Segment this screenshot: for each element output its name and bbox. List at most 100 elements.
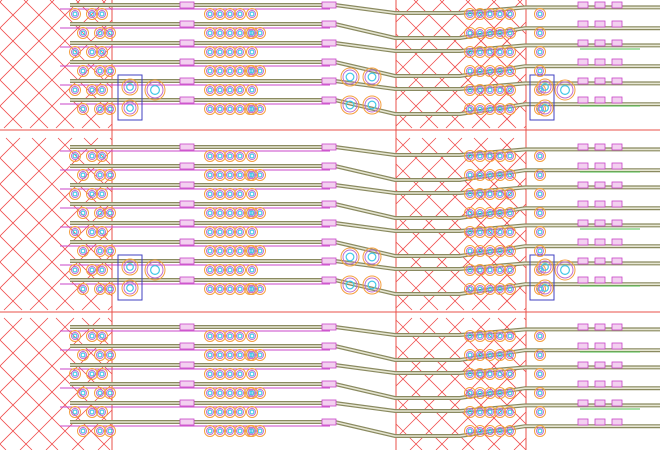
via-ring [121, 78, 139, 96]
via-ring [224, 150, 236, 162]
via-pad [486, 266, 494, 274]
hatch-line [0, 149, 113, 263]
hatch-line [29, 317, 113, 401]
via-hole [467, 371, 473, 377]
via-hole [477, 30, 483, 36]
via-pad [476, 152, 484, 160]
pad [611, 143, 623, 151]
via-ring [362, 247, 382, 267]
via-pad [206, 209, 214, 217]
pad [577, 238, 589, 246]
via-ring [494, 27, 506, 39]
via-ring [204, 65, 216, 77]
via-hole [227, 248, 233, 254]
via-ring [234, 387, 246, 399]
via-ring [534, 169, 546, 181]
via-ring [94, 425, 106, 437]
via-hole [477, 286, 483, 292]
hatch-line [0, 79, 49, 129]
via-ring [504, 84, 516, 96]
via-ring [204, 84, 216, 96]
via-pad [466, 67, 474, 75]
via-ring [234, 226, 246, 238]
pad [179, 143, 195, 151]
pad [321, 418, 337, 426]
hatch-line [473, 137, 527, 191]
via-hole [249, 229, 255, 235]
via-pad [216, 247, 224, 255]
via-pad [79, 351, 87, 359]
via-pad [236, 171, 244, 179]
via-ring [534, 188, 546, 200]
via-hole [227, 30, 233, 36]
via-hole [537, 248, 543, 254]
via-hole [97, 428, 103, 434]
hatch-line [395, 0, 445, 49]
via-pad [496, 427, 504, 435]
via-ring [94, 27, 106, 39]
via-hole [541, 104, 549, 112]
via-pad [342, 249, 358, 265]
pad [179, 418, 195, 426]
via-ring [504, 207, 516, 219]
hatch-line [0, 137, 47, 185]
via-ring [474, 169, 486, 181]
via-pad [466, 209, 474, 217]
via-pad [79, 29, 87, 37]
via-pad [96, 247, 104, 255]
via-pad [364, 249, 380, 265]
via-hole [541, 284, 549, 292]
via-ring [214, 188, 226, 200]
via-hole [497, 390, 503, 396]
via-pad [248, 29, 256, 37]
via-hole [227, 428, 233, 434]
via-ring [246, 169, 258, 181]
via-pad [96, 427, 104, 435]
via-pad [476, 48, 484, 56]
via-hole [467, 286, 473, 292]
via-pad [536, 152, 544, 160]
hatch-line [5, 137, 113, 245]
via-ring [504, 65, 516, 77]
via-hole [99, 409, 105, 415]
via-pad [216, 152, 224, 160]
via-pad [556, 261, 574, 279]
via-ring [504, 226, 516, 238]
via-hole [237, 191, 243, 197]
via-ring [224, 330, 236, 342]
via-hole [497, 68, 503, 74]
via-hole [107, 390, 113, 396]
via-hole [249, 371, 255, 377]
via-pad [466, 29, 474, 37]
via-hole [497, 210, 503, 216]
via-hole [541, 263, 549, 271]
via-pad [476, 228, 484, 236]
via-pad [206, 266, 214, 274]
via-pad [486, 190, 494, 198]
via-ring [484, 150, 496, 162]
pad [577, 162, 589, 170]
via-pad [236, 105, 244, 113]
via-ring [234, 84, 246, 96]
via-ring [494, 283, 506, 295]
via-hole [217, 30, 223, 36]
via-ring [484, 349, 496, 361]
via-hole [207, 333, 213, 339]
component-outline [117, 74, 143, 121]
via-ring [86, 226, 98, 238]
via-ring [246, 150, 258, 162]
via-hole [107, 210, 113, 216]
via-ring [77, 27, 89, 39]
via-pad [466, 247, 474, 255]
via-pad [496, 190, 504, 198]
via-pad [206, 86, 214, 94]
via-ring [494, 245, 506, 257]
via-ring [554, 79, 576, 101]
via-ring [484, 387, 496, 399]
via-ring [534, 150, 546, 162]
via-hole [249, 153, 255, 159]
via-pad [476, 247, 484, 255]
pad [321, 1, 337, 9]
via-hole [207, 428, 213, 434]
